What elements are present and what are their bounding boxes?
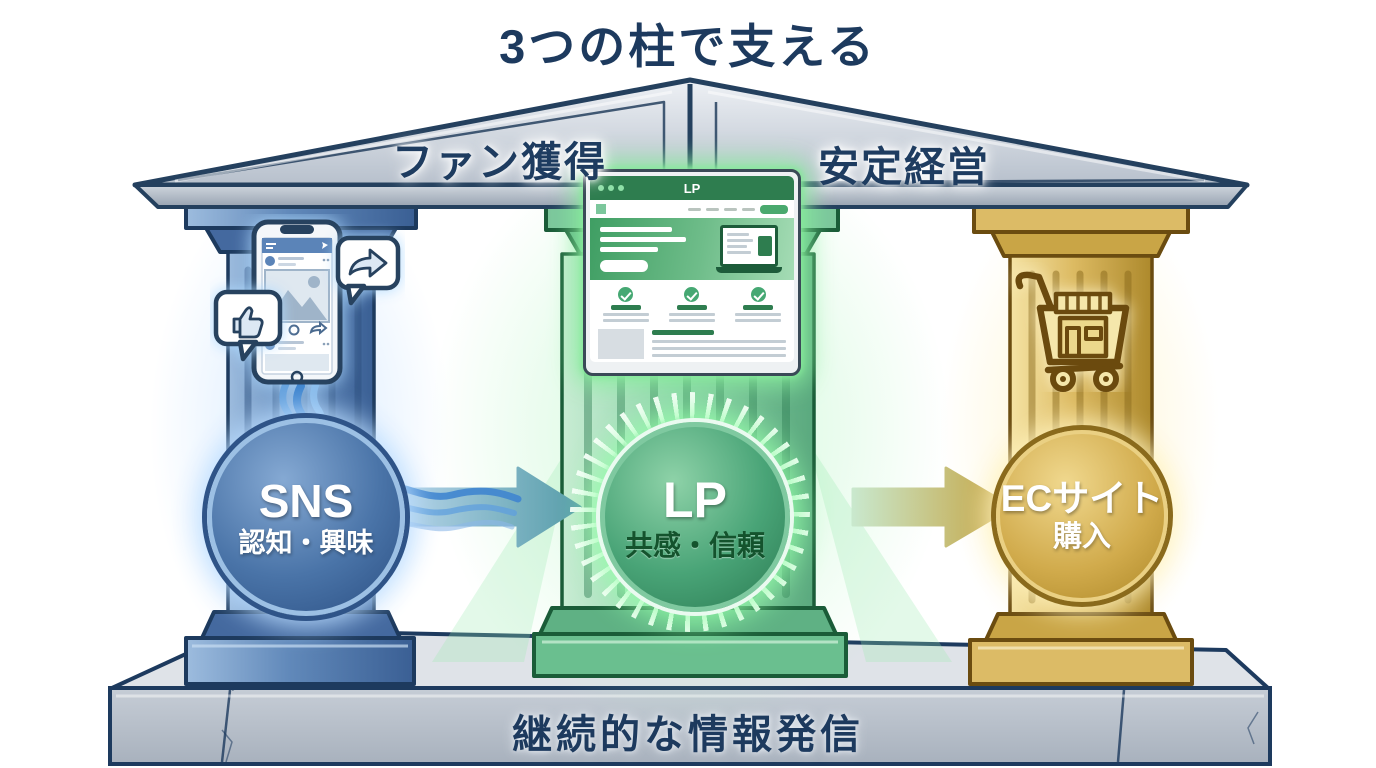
shopping-cart-storefront-icon: [1008, 262, 1148, 392]
arrow-lp-to-ec: [851, 466, 1014, 548]
window-controls-icon: [598, 185, 624, 191]
lp-footer-section: [590, 326, 794, 362]
lp-logo: [596, 204, 606, 214]
lp-hero-button: [600, 260, 648, 272]
lp-image-placeholder: [598, 329, 644, 359]
landing-page-browser-icon: LP: [583, 169, 801, 376]
page-title: 3つの柱で支える: [499, 20, 877, 73]
like-bubble-icon: [213, 289, 283, 362]
share-bubble-icon: [335, 235, 401, 306]
sns-badge-subtitle: 認知・興味: [238, 527, 374, 558]
foundation-label: 継続的な情報発信: [512, 713, 864, 757]
lp-badge-title: LP: [663, 472, 727, 529]
lp-badge: LP 共感・信頼: [600, 422, 790, 612]
roof-label-stable-management: 安定経営: [818, 144, 990, 190]
browser-window-title: LP: [683, 180, 701, 196]
laptop-illustration-icon: [716, 225, 782, 273]
checkmark-icon: [750, 287, 766, 302]
roof-label-fan-acquisition: ファン獲得: [392, 139, 607, 185]
browser-body: [590, 200, 794, 362]
ec-badge-title: ECサイト: [1000, 478, 1164, 520]
lp-feature-columns: [590, 280, 794, 326]
lp-badge-subtitle: 共感・信頼: [624, 529, 765, 561]
checkmark-icon: [618, 287, 634, 302]
lp-nav-button: [760, 204, 788, 214]
browser-titlebar: LP: [590, 176, 794, 200]
checkmark-icon: [684, 287, 700, 302]
lp-navbar: [590, 200, 794, 218]
sns-badge-title: SNS: [258, 475, 354, 528]
lp-hero-section: [590, 218, 794, 280]
smartphone-social-feed-icon: [210, 214, 405, 442]
ec-badge: ECサイト 購入: [996, 430, 1168, 602]
ec-badge-subtitle: 購入: [1052, 520, 1111, 553]
sns-badge: SNS 認知・興味: [207, 418, 405, 616]
